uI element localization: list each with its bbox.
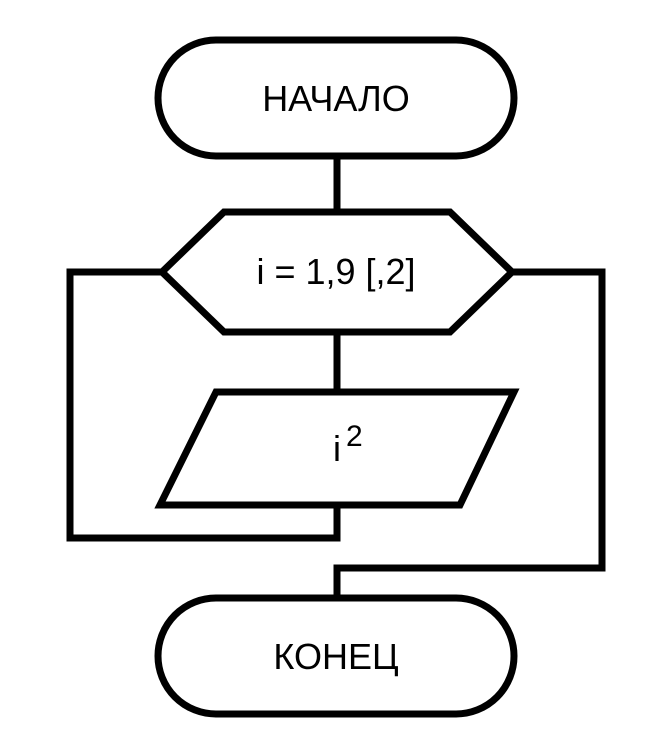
end-terminal: КОНЕЦ [154, 594, 518, 718]
start-terminal: НАЧАЛО [154, 36, 518, 160]
output-parallelogram-shape [154, 388, 520, 509]
loop-hexagon-shape [156, 208, 518, 336]
start-label: НАЧАЛО [262, 78, 410, 119]
output-exponent-label: 2 [346, 420, 363, 453]
output-block: i 2 [154, 388, 520, 509]
loop-block: i = 1,9 [,2] [156, 208, 518, 336]
end-label: КОНЕЦ [273, 636, 398, 677]
loop-label: i = 1,9 [,2] [256, 251, 415, 292]
start-terminal-shape [154, 36, 518, 160]
loop-exit-line [333, 268, 606, 602]
loop-back-line [66, 268, 341, 542]
output-base-label: i [333, 428, 341, 469]
end-terminal-shape [154, 594, 518, 718]
